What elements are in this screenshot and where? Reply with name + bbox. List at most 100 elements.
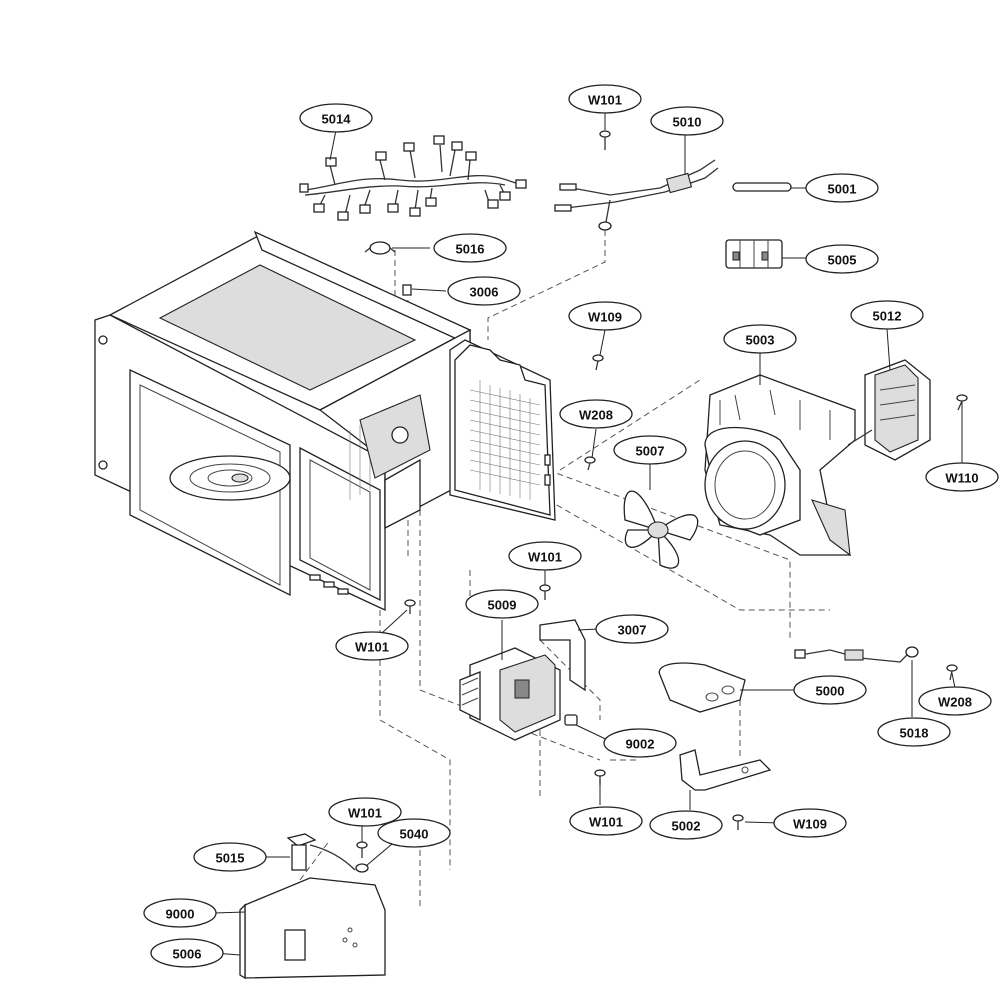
callout-w109: W109	[568, 301, 642, 331]
callout-5018: 5018	[877, 717, 951, 747]
callout-bubble	[850, 300, 924, 330]
callout-bubble	[595, 614, 669, 644]
bracket-5002	[679, 749, 772, 791]
callout-text: W208	[579, 408, 613, 423]
screw-w208-a	[584, 456, 596, 471]
callout-5014: 5014	[299, 103, 373, 133]
callout-text: 5014	[322, 112, 352, 127]
callout-9002: 9002	[603, 728, 677, 758]
callout-bubble	[150, 938, 224, 968]
capacitor-5000	[658, 662, 746, 713]
callout-text: W101	[528, 550, 562, 565]
callout-text: W101	[588, 93, 622, 108]
callout-text: 5040	[400, 827, 429, 842]
magnetron-5009	[459, 647, 561, 741]
callout-w208: W208	[918, 686, 992, 716]
callout-text: 5015	[216, 851, 245, 866]
callout-bubble	[508, 541, 582, 571]
callout-bubble	[143, 898, 217, 928]
callout-text: 5005	[828, 253, 857, 268]
callout-bubble	[793, 675, 867, 705]
wire-5018	[794, 646, 919, 663]
callout-5012: 5012	[850, 300, 924, 330]
callout-bubble	[569, 806, 643, 836]
callout-text: 3007	[618, 623, 647, 638]
callout-text: 5012	[873, 309, 902, 324]
bracket-3007	[539, 619, 586, 692]
fuse-5001	[732, 182, 792, 192]
oven-cavity	[94, 230, 472, 612]
screw-w109-b	[732, 814, 744, 830]
callout-text: 5007	[636, 444, 665, 459]
fuse-holder-5005	[725, 239, 783, 269]
callout-bubble	[773, 808, 847, 838]
harness-5010	[554, 159, 719, 231]
fan-blade-5007	[623, 490, 699, 569]
fan-duct-5003	[704, 374, 856, 557]
callout-bubble	[877, 717, 951, 747]
callout-5005: 5005	[805, 244, 879, 274]
callout-5003: 5003	[723, 324, 797, 354]
screw-w109-a	[592, 354, 604, 371]
callout-w208: W208	[559, 399, 633, 429]
callout-bubble	[568, 301, 642, 331]
callout-text: 5002	[672, 819, 701, 834]
callout-5002: 5002	[649, 810, 723, 840]
callout-text: 5006	[173, 947, 202, 962]
callout-bubble	[328, 797, 402, 827]
part-5040	[355, 863, 369, 873]
callout-bubble	[805, 244, 879, 274]
thermostat-5016	[364, 241, 396, 255]
screw-w101-b	[539, 584, 551, 600]
screw-w101-top	[599, 130, 611, 150]
callout-bubble	[447, 276, 521, 306]
callout-text: 5009	[488, 598, 517, 613]
leader-lines	[213, 112, 963, 956]
fan-motor-5012	[847, 359, 931, 461]
callout-3006: 3006	[447, 276, 521, 306]
callout-text: W110	[945, 471, 978, 486]
callout-w110: W110	[925, 462, 999, 492]
callout-5001: 5001	[805, 173, 879, 203]
callout-text: W101	[355, 640, 389, 655]
callout-5006: 5006	[150, 938, 224, 968]
callout-3007: 3007	[595, 614, 669, 644]
callout-text: 5010	[673, 115, 702, 130]
callout-text: 9000	[166, 907, 195, 922]
callout-5009: 5009	[465, 589, 539, 619]
rear-panel	[449, 339, 556, 521]
callout-bubble	[299, 103, 373, 133]
callout-text: 3006	[470, 285, 499, 300]
callout-text: 5003	[746, 333, 775, 348]
callout-w109: W109	[773, 808, 847, 838]
callout-text: W101	[589, 815, 623, 830]
part-9002	[564, 714, 578, 726]
callout-labels: 5014W10150105001501650053006W10950035012…	[143, 84, 999, 968]
callout-w101: W101	[569, 806, 643, 836]
screw-w110	[956, 394, 968, 411]
callout-w101: W101	[508, 541, 582, 571]
callout-text: 9002	[626, 737, 655, 752]
callout-bubble	[925, 462, 999, 492]
callout-text: 5000	[816, 684, 845, 699]
part-3006	[402, 284, 412, 296]
callout-text: 5001	[828, 182, 857, 197]
callout-bubble	[433, 233, 507, 263]
callout-bubble	[603, 728, 677, 758]
callout-5007: 5007	[613, 435, 687, 465]
callout-bubble	[193, 842, 267, 872]
callout-5040: 5040	[377, 818, 451, 848]
callout-bubble	[918, 686, 992, 716]
callout-text: W109	[793, 817, 827, 832]
screws	[356, 354, 968, 858]
part-5015	[286, 833, 356, 871]
callout-w101: W101	[568, 84, 642, 114]
callout-text: W101	[348, 806, 382, 821]
callout-bubble	[723, 324, 797, 354]
callout-text: 5016	[456, 242, 485, 257]
callout-5010: 5010	[650, 106, 724, 136]
screw-w101-e	[356, 841, 368, 858]
screw-w101-c	[404, 599, 416, 614]
